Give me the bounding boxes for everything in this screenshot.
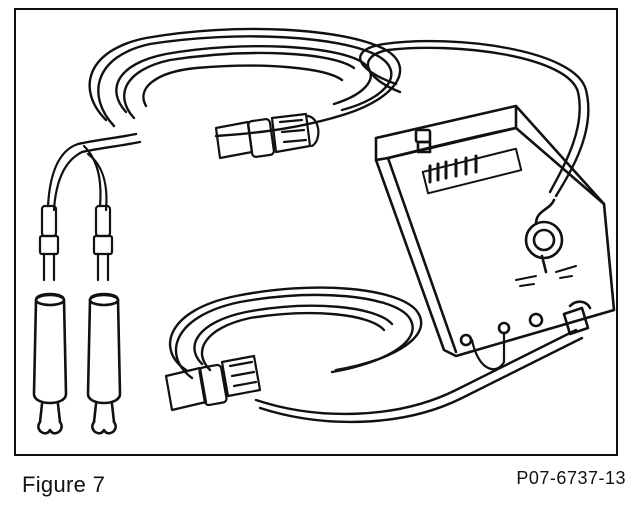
test-set-illustration — [32, 27, 616, 435]
probe-plugs — [38, 204, 114, 282]
upper-connector — [214, 112, 320, 160]
lower-cable-coil — [169, 286, 584, 424]
figure-caption: Figure 7 — [22, 472, 106, 497]
figure-code: P07-6737-13 — [516, 468, 626, 488]
lower-connector — [164, 354, 262, 412]
device-cable — [359, 39, 590, 198]
probe-tips — [32, 292, 122, 435]
probe-leads — [46, 142, 108, 212]
control-box — [374, 104, 616, 371]
figure-frame — [14, 8, 618, 456]
upper-cable-coil — [76, 27, 402, 154]
